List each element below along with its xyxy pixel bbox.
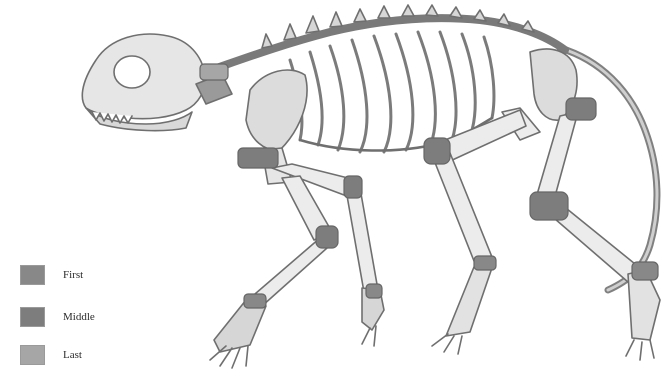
hind-thigh-right xyxy=(536,112,578,200)
joint-hock-right xyxy=(632,262,658,280)
joint-knee-right xyxy=(530,192,568,220)
hind-toes-right xyxy=(626,340,654,360)
hind-thigh-left xyxy=(440,110,526,162)
joint-shoulder xyxy=(238,148,278,168)
joint-neck xyxy=(200,64,228,80)
spine xyxy=(205,18,565,72)
legend-item-last: Last xyxy=(20,345,82,365)
hind-shin-left xyxy=(430,148,494,266)
front-forearm-right xyxy=(346,188,378,292)
joint-hip xyxy=(566,98,596,120)
legend-label-first: First xyxy=(63,269,83,281)
scapula xyxy=(246,70,307,150)
legend-item-first: First xyxy=(20,265,83,285)
legend-swatch-middle xyxy=(20,307,45,327)
front-toes-right xyxy=(362,326,376,346)
joint-ankle-front-right xyxy=(366,284,382,298)
hind-foot-left xyxy=(446,262,494,336)
joint-wrist-right xyxy=(344,176,362,198)
legend-label-last: Last xyxy=(63,349,82,361)
joint-ankle-hind-left xyxy=(474,256,496,270)
legend-swatch-first xyxy=(20,265,45,285)
joint-ankle-front-left xyxy=(244,294,266,308)
legend-label-middle: Middle xyxy=(63,311,95,323)
joint-knee-left xyxy=(424,138,450,164)
legend: First Middle Last xyxy=(0,0,200,376)
legend-swatch-last xyxy=(20,345,45,365)
hind-toes-left xyxy=(432,334,462,354)
joint-elbow-left xyxy=(316,226,338,248)
legend-item-middle: Middle xyxy=(20,307,95,327)
